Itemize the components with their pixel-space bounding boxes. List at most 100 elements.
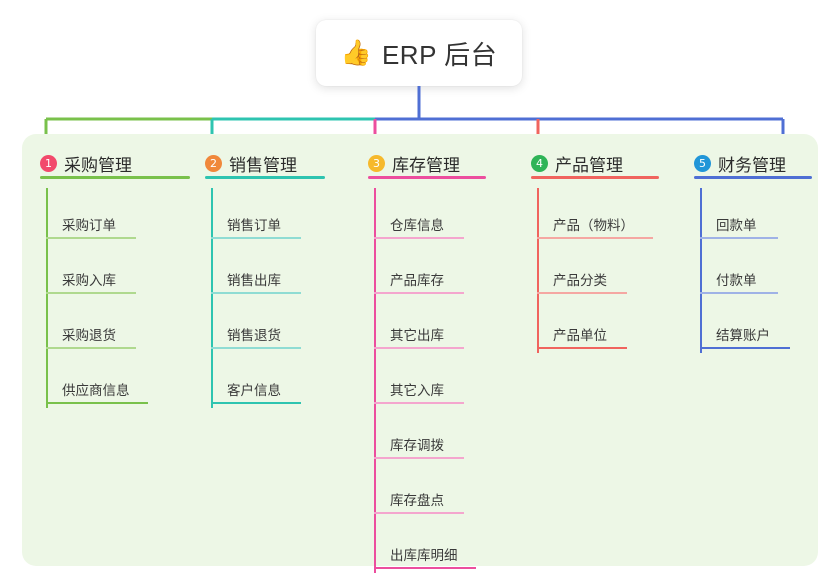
tree-item-underline <box>211 402 301 404</box>
tree-item[interactable]: 产品单位 <box>531 298 627 353</box>
column-items: 仓库信息产品库存其它出库其它入库库存调拨库存盘点出库库明细 <box>368 188 476 573</box>
tree-item-underline <box>700 292 778 294</box>
column-title: 财务管理 <box>718 155 786 175</box>
column-number-badge: 5 <box>694 154 711 172</box>
column-title: 库存管理 <box>392 155 460 175</box>
tree-item-underline <box>374 292 464 294</box>
column-header-underline <box>531 176 659 179</box>
tree-item[interactable]: 采购订单 <box>40 188 136 243</box>
column-header[interactable]: 1 采购管理 <box>40 146 190 180</box>
tree-item-label: 仓库信息 <box>390 218 444 233</box>
tree-item[interactable]: 付款单 <box>694 243 786 298</box>
column-header-underline <box>40 176 190 179</box>
tree-item-label: 供应商信息 <box>62 383 130 398</box>
column-items: 销售订单销售出库销售退货客户信息 <box>205 188 301 408</box>
tree-item[interactable]: 其它出库 <box>368 298 464 353</box>
column-number-badge: 4 <box>531 154 548 172</box>
tree-item[interactable]: 客户信息 <box>205 353 301 408</box>
column-header[interactable]: 5 财务管理 <box>694 146 812 180</box>
tree-item-label: 产品单位 <box>553 328 607 343</box>
tree-item-label: 回款单 <box>716 218 757 233</box>
column-number-badge: 1 <box>40 154 57 172</box>
tree-item-label: 出库库明细 <box>390 548 458 563</box>
column-rail <box>46 188 48 408</box>
tree-item-label: 销售出库 <box>227 273 281 288</box>
column-items: 采购订单采购入库采购退货供应商信息 <box>40 188 148 408</box>
column-1: 1 采购管理采购订单采购入库采购退货供应商信息 <box>40 146 190 408</box>
tree-item[interactable]: 采购退货 <box>40 298 136 353</box>
tree-item-label: 付款单 <box>716 273 757 288</box>
tree-item[interactable]: 销售订单 <box>205 188 301 243</box>
tree-item-underline <box>46 237 136 239</box>
column-items: 回款单付款单结算账户 <box>694 188 790 353</box>
column-number-badge: 3 <box>368 154 385 172</box>
tree-item-underline <box>46 292 136 294</box>
column-3: 3 库存管理仓库信息产品库存其它出库其它入库库存调拨库存盘点出库库明细 <box>368 146 486 573</box>
tree-item-underline <box>537 347 627 349</box>
tree-item-underline <box>374 347 464 349</box>
tree-item-underline <box>374 402 464 404</box>
tree-item-label: 库存调拨 <box>390 438 444 453</box>
tree-item-underline <box>211 292 301 294</box>
tree-item-underline <box>46 347 136 349</box>
tree-item[interactable]: 库存盘点 <box>368 463 464 518</box>
thumbs-up-icon: 👍 <box>340 38 372 67</box>
tree-item[interactable]: 产品库存 <box>368 243 464 298</box>
tree-item[interactable]: 回款单 <box>694 188 786 243</box>
tree-item-label: 采购订单 <box>62 218 116 233</box>
column-title: 产品管理 <box>555 155 623 175</box>
column-title: 销售管理 <box>229 155 297 175</box>
tree-item-underline <box>46 402 148 404</box>
tree-item-label: 产品分类 <box>553 273 607 288</box>
tree-item[interactable]: 库存调拨 <box>368 408 464 463</box>
tree-item-label: 采购入库 <box>62 273 116 288</box>
tree-item-label: 采购退货 <box>62 328 116 343</box>
tree-item[interactable]: 产品分类 <box>531 243 627 298</box>
tree-item-underline <box>374 567 476 569</box>
column-rail <box>374 188 376 573</box>
tree-item[interactable]: 销售出库 <box>205 243 301 298</box>
tree-item[interactable]: 结算账户 <box>694 298 790 353</box>
tree-item[interactable]: 销售退货 <box>205 298 301 353</box>
column-title: 采购管理 <box>64 155 132 175</box>
column-header-underline <box>694 176 812 179</box>
tree-item-underline <box>374 237 464 239</box>
page-title: ERP 后台 <box>381 39 498 70</box>
column-2: 2 销售管理销售订单销售出库销售退货客户信息 <box>205 146 325 408</box>
column-header[interactable]: 4 产品管理 <box>531 146 659 180</box>
column-5: 5 财务管理回款单付款单结算账户 <box>694 146 812 353</box>
column-4: 4 产品管理产品（物料） 产品分类产品单位 <box>531 146 659 353</box>
tree-item-label: 结算账户 <box>716 328 770 343</box>
tree-item[interactable]: 仓库信息 <box>368 188 464 243</box>
tree-item-label: 客户信息 <box>227 383 281 398</box>
column-items: 产品（物料） 产品分类产品单位 <box>531 188 653 353</box>
tree-item[interactable]: 采购入库 <box>40 243 136 298</box>
tree-item-label: 其它出库 <box>390 328 444 343</box>
tree-item-underline <box>211 347 301 349</box>
tree-item-label: 销售退货 <box>227 328 281 343</box>
root-title-card: 👍 ERP 后台 <box>316 20 522 86</box>
tree-item-underline <box>700 347 790 349</box>
tree-item[interactable]: 其它入库 <box>368 353 464 408</box>
column-rail <box>537 188 539 353</box>
tree-item-label: 销售订单 <box>227 218 281 233</box>
mindmap-panel <box>22 134 818 566</box>
tree-item[interactable]: 供应商信息 <box>40 353 148 408</box>
column-header-underline <box>205 176 325 179</box>
column-rail <box>211 188 213 408</box>
tree-item-underline <box>374 457 464 459</box>
tree-item-label: 产品（物料） <box>553 218 634 233</box>
column-header[interactable]: 3 库存管理 <box>368 146 486 180</box>
tree-item-label: 产品库存 <box>390 273 444 288</box>
tree-item-underline <box>537 237 653 239</box>
column-header-underline <box>368 176 486 179</box>
tree-item-underline <box>374 512 464 514</box>
tree-item-underline <box>700 237 778 239</box>
tree-item[interactable]: 出库库明细 <box>368 518 476 573</box>
column-rail <box>700 188 702 353</box>
tree-item-underline <box>211 237 301 239</box>
tree-item-label: 其它入库 <box>390 383 444 398</box>
column-header[interactable]: 2 销售管理 <box>205 146 325 180</box>
tree-item[interactable]: 产品（物料） <box>531 188 653 243</box>
column-number-badge: 2 <box>205 154 222 172</box>
